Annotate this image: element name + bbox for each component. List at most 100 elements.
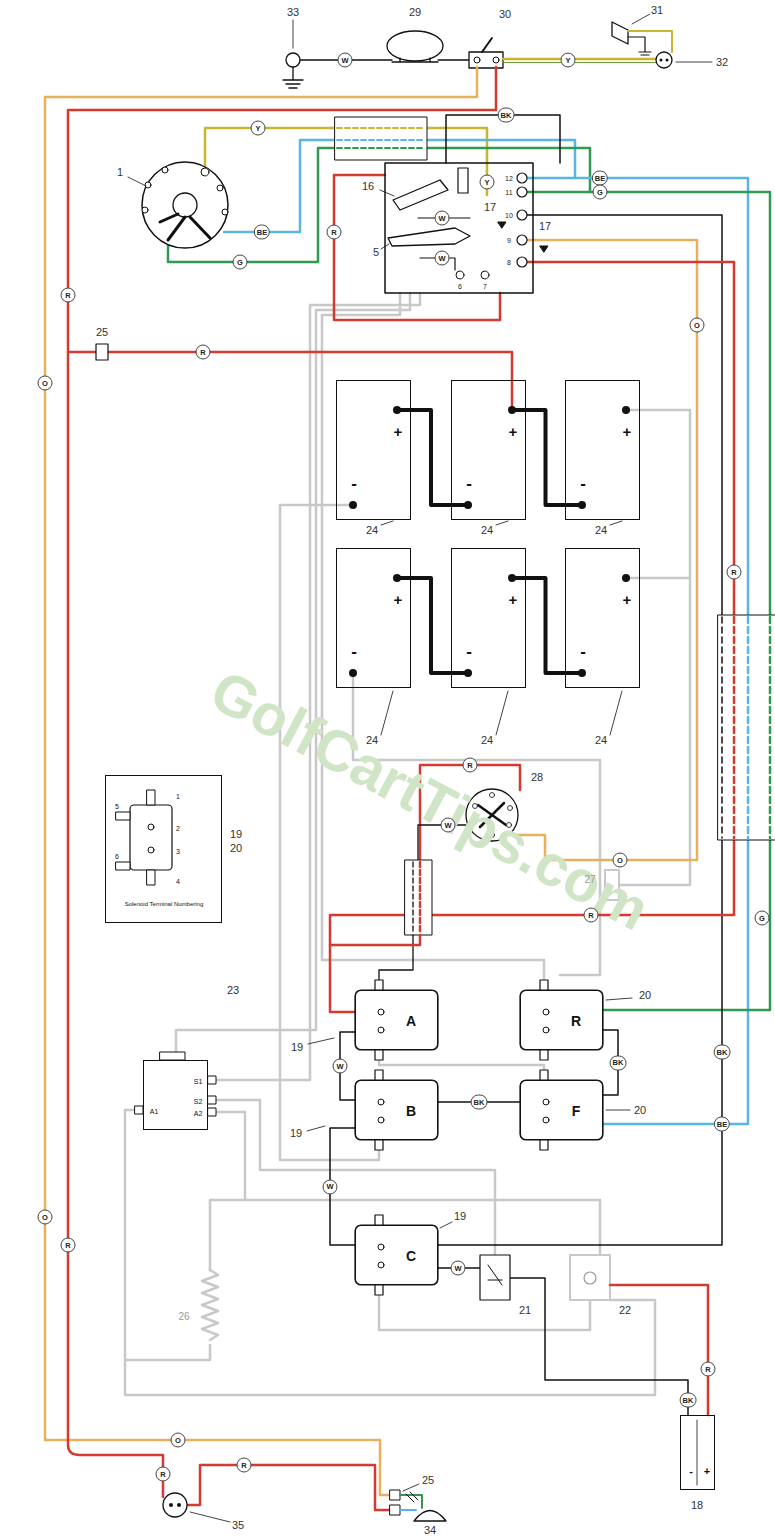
callout-number: 24 xyxy=(481,735,493,746)
battery-terminal-sign: + xyxy=(509,592,518,607)
battery-terminal-sign: + xyxy=(623,424,632,439)
motor-terminal: S2 xyxy=(194,1098,203,1105)
callout-number: 24 xyxy=(481,525,493,536)
wire-color-code: G xyxy=(593,185,608,200)
wire-color-code: R xyxy=(727,565,742,580)
wire-color-code: W xyxy=(435,211,450,226)
wire-color-code: O xyxy=(171,1433,186,1448)
inset-text: 4 xyxy=(176,878,180,885)
wire-color-code: BK xyxy=(471,1095,488,1110)
wire-color-code: O xyxy=(690,318,705,333)
battery-terminal-sign: + xyxy=(623,592,632,607)
callout-number: 35 xyxy=(232,1520,244,1531)
battery: +- xyxy=(451,548,526,688)
terminal-number: 12 xyxy=(505,175,513,182)
callout-number: 17 xyxy=(539,221,551,232)
polarity-sign: + xyxy=(704,1466,710,1477)
battery-terminal-sign: - xyxy=(580,643,586,660)
callout-number: 30 xyxy=(499,9,511,20)
callout-number: 27 xyxy=(584,875,595,885)
solenoid: B xyxy=(355,1080,438,1140)
wire-color-code: Y xyxy=(480,175,495,190)
wire-color-code: W xyxy=(441,818,456,833)
motor: S1S2A2A1 xyxy=(143,1060,208,1130)
callout-number: 25 xyxy=(96,327,108,338)
wire-color-code: R xyxy=(584,908,599,923)
battery-link xyxy=(411,578,451,673)
solenoid: R xyxy=(520,990,603,1050)
battery: +- xyxy=(565,548,640,688)
wire-color-code: Y xyxy=(251,121,266,136)
wire-color-code: R xyxy=(327,225,342,240)
inset-text: 6 xyxy=(115,853,119,860)
solenoid-letter: B xyxy=(406,1104,416,1118)
battery-terminal-sign: - xyxy=(466,475,472,492)
solenoid-letter: C xyxy=(406,1249,416,1263)
battery-terminal-sign: + xyxy=(509,424,518,439)
callout-number: 24 xyxy=(366,525,378,536)
solenoid: C xyxy=(355,1225,438,1285)
solenoid: A xyxy=(355,990,438,1050)
callout-number: 19 xyxy=(230,829,242,840)
terminal-numbering-inset: 123456Solenoid Terminal Numbering xyxy=(105,775,222,923)
motor-terminal: A2 xyxy=(194,1110,203,1117)
wire-color-code: R xyxy=(237,1458,252,1473)
battery-terminal-sign: - xyxy=(466,643,472,660)
wire-color-code: R xyxy=(61,288,76,303)
inset-text: 5 xyxy=(115,803,119,810)
wire-color-code: R xyxy=(196,345,211,360)
battery-link xyxy=(411,410,451,505)
callout-number: 26 xyxy=(178,1312,189,1322)
callout-number: 24 xyxy=(595,525,607,536)
terminal-number: 6 xyxy=(458,283,462,290)
wire-color-code: BK xyxy=(680,1393,697,1408)
inset-text: 2 xyxy=(176,825,180,832)
callout-number: 31 xyxy=(651,5,663,16)
wire-color-code: BE xyxy=(254,225,270,240)
callout-number: 19 xyxy=(454,1211,466,1222)
callout-number: 33 xyxy=(287,7,299,18)
callout-number: 34 xyxy=(424,1525,436,1536)
wire-color-code: BE xyxy=(592,171,608,186)
callout-number: 1 xyxy=(117,167,123,178)
solenoid: F xyxy=(520,1080,603,1140)
callout-number: 18 xyxy=(691,1500,703,1511)
battery-link xyxy=(526,410,565,505)
battery: +- xyxy=(565,380,640,520)
wire-color-code: W xyxy=(451,1261,466,1276)
terminal-number: 10 xyxy=(505,212,513,219)
polarity-sign: - xyxy=(689,1466,693,1477)
callout-number: 25 xyxy=(422,1475,434,1486)
callout-number: 29 xyxy=(409,7,421,18)
battery-terminal-sign: + xyxy=(394,424,403,439)
watermark: GolfCartTips.com xyxy=(202,660,658,939)
wire-color-code: W xyxy=(338,53,353,68)
battery-terminal-sign: + xyxy=(394,592,403,607)
wire-color-code: G xyxy=(755,911,770,926)
solenoid-letter: R xyxy=(571,1014,581,1028)
battery-link xyxy=(526,578,565,673)
wire-color-code: W xyxy=(333,1059,348,1074)
wire-color-code: BK xyxy=(714,1045,731,1060)
solenoid-letter: A xyxy=(406,1014,416,1028)
callout-number: 19 xyxy=(290,1128,302,1139)
callout-number: 20 xyxy=(230,843,242,854)
wire-color-code: O xyxy=(38,376,53,391)
callout-number: 5 xyxy=(373,247,379,258)
solenoid-letter: F xyxy=(572,1104,581,1118)
callout-number: 19 xyxy=(291,1042,303,1053)
wire-color-code: W xyxy=(435,251,450,266)
inset-text: 3 xyxy=(176,848,180,855)
wire-color-code: R xyxy=(463,758,478,773)
wire-color-code: BK xyxy=(498,108,515,123)
battery: +- xyxy=(336,548,411,688)
motor-terminal: S1 xyxy=(194,1078,203,1085)
battery-terminal-sign: - xyxy=(580,475,586,492)
callout-number: 16 xyxy=(362,181,374,192)
inset-text: 1 xyxy=(176,793,180,800)
callout-number: 22 xyxy=(619,1305,631,1316)
battery: +- xyxy=(451,380,526,520)
wire-color-code: O xyxy=(613,853,628,868)
callout-number: 20 xyxy=(639,990,651,1001)
